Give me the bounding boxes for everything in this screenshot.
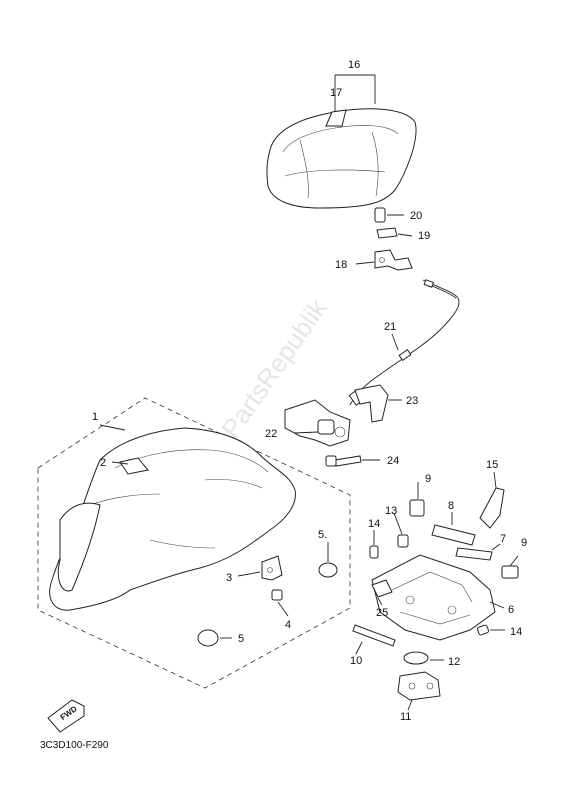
seat-lock-part-22[interactable]: 22 [265,399,351,447]
svg-text:9: 9 [521,537,527,549]
svg-text:10: 10 [350,655,362,667]
svg-text:14: 14 [510,626,522,638]
forward-arrow-icon: FWD [47,699,85,733]
seat-assembly-boundary: 1 [37,397,351,689]
stay-part-25[interactable]: 25 [371,579,393,619]
svg-text:11: 11 [400,711,411,723]
svg-text:15: 15 [486,459,498,471]
bracket-part-8[interactable]: 8 [431,500,476,546]
bushing-part-20[interactable]: 20 [374,207,422,223]
svg-text:14: 14 [368,518,380,530]
rear-seat-part[interactable] [266,108,417,209]
bracket-part-11[interactable]: 11 [397,671,441,723]
damper-part-5b[interactable]: 5 [197,629,244,647]
bolt-part-24[interactable]: 24 [325,455,399,467]
callout-2: 2 [100,457,129,469]
svg-text:6: 6 [508,604,514,616]
svg-text:2: 2 [100,457,106,469]
screw-part-14b[interactable]: 14 [476,624,522,638]
svg-text:24: 24 [387,455,399,467]
bracket-part-23[interactable]: 23 [354,384,418,423]
damper-part-5a[interactable]: 5. [318,529,338,578]
hook-part-15[interactable]: 15 [479,459,505,529]
diagram-code: 3C3D100-F290 [40,740,109,751]
svg-text:1: 1 [92,411,98,423]
plate-part-19[interactable]: 19 [376,227,430,242]
svg-text:17: 17 [330,87,342,99]
svg-text:8: 8 [448,500,454,512]
collar-part-13[interactable]: 13 [385,505,409,548]
svg-text:20: 20 [410,210,422,222]
svg-text:12: 12 [448,656,460,668]
svg-text:18: 18 [335,259,347,271]
svg-text:25: 25 [376,607,388,619]
plate-part-7[interactable]: 7 [455,533,506,561]
bracket-part-3[interactable]: 3 [226,555,283,584]
svg-text:5: 5 [238,633,244,645]
svg-text:3C3D100-F290: 3C3D100-F290 [40,740,109,751]
strip-part-10[interactable]: 10 [350,624,396,667]
svg-text:22: 22 [265,428,277,440]
seat-lock-frame-part-6[interactable]: 6 [371,554,514,641]
seat-lock-cable-part-21[interactable]: 21 [348,279,460,406]
svg-text:13: 13 [385,505,397,517]
svg-text:4: 4 [285,619,291,631]
front-seat-part[interactable] [49,427,296,611]
svg-text:23: 23 [406,395,418,407]
svg-text:9: 9 [425,473,431,485]
svg-text:3: 3 [226,572,232,584]
rubber-part-9a[interactable]: 9 [409,473,431,517]
screw-part-14a[interactable]: 14 [368,518,380,559]
callout-16: 16 [334,59,376,112]
rubber-part-9b[interactable]: 9 [501,537,527,579]
nut-part-4[interactable]: 4 [271,589,291,631]
hook-bracket-part-18[interactable]: 18 [335,249,413,271]
svg-text:5.: 5. [318,529,327,541]
svg-text:19: 19 [418,230,430,242]
svg-text:21: 21 [384,321,396,333]
svg-text:16: 16 [348,59,360,71]
callout-17: 17 [330,87,342,99]
svg-text:7: 7 [500,533,506,545]
plate-part-12[interactable]: 12 [403,651,460,668]
